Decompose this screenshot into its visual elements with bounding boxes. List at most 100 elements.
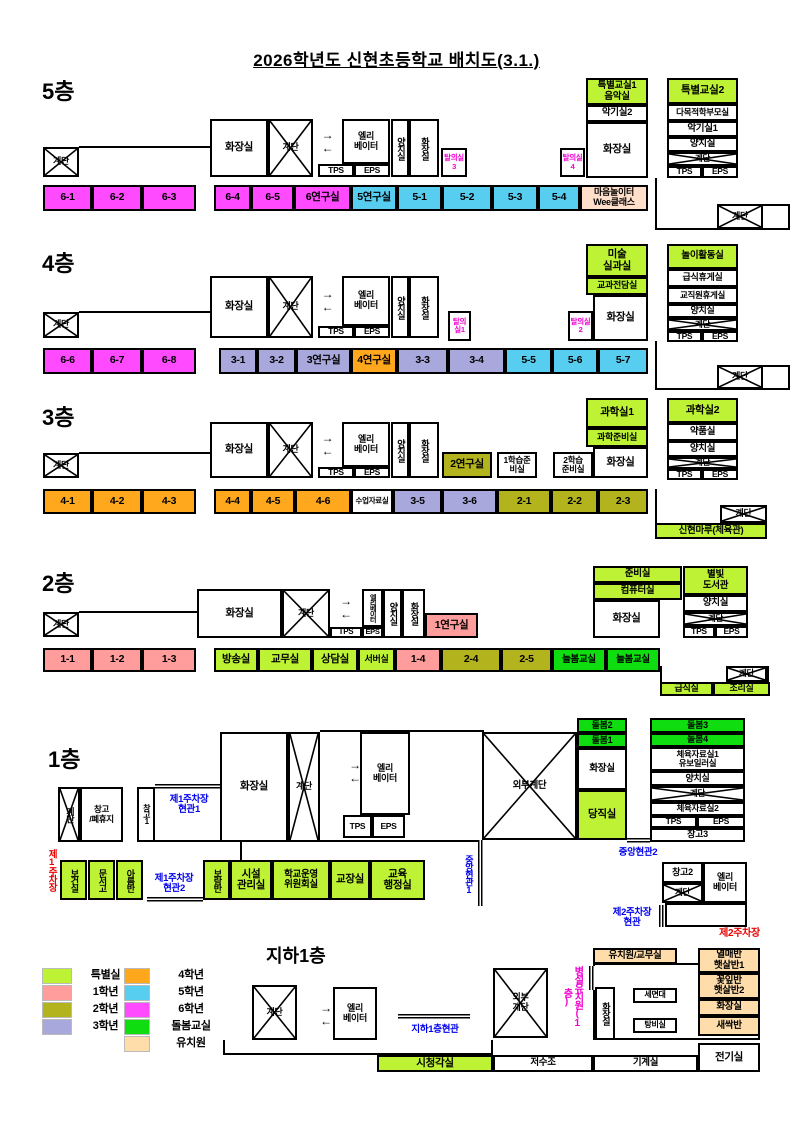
stairs-x-icon	[270, 424, 311, 476]
room-box: 특별교실2	[667, 78, 738, 104]
room-label: 화장실	[224, 141, 254, 154]
room-label: 계단	[707, 613, 724, 624]
room-label: 4-2	[109, 494, 125, 507]
room-box: 창고2	[662, 862, 703, 883]
wall-line	[655, 388, 790, 390]
room-box: 3-1	[219, 348, 257, 374]
room-box: 1학습준 비실	[497, 452, 537, 478]
stairs-x-icon	[719, 206, 761, 227]
label-text: 제1주차장 현관1	[158, 792, 220, 818]
room-label: 계단	[64, 807, 75, 822]
wall-line	[763, 204, 790, 206]
room-box: 양치실	[391, 119, 409, 177]
room-box: 늘봄교실	[606, 648, 660, 672]
stairs-x-icon	[652, 788, 743, 800]
room-label: 4학년	[178, 969, 204, 982]
room-label: 엘리 베이터	[354, 290, 378, 310]
floor-label: 1층	[48, 747, 81, 772]
room-box: 4-2	[92, 489, 142, 514]
room-label: 화장실	[419, 295, 430, 319]
room-box: 4-1	[43, 489, 92, 514]
room-label: 급식휴게실	[682, 272, 723, 283]
legend-swatch	[124, 1002, 150, 1018]
room-box: EPS	[354, 467, 390, 478]
room-box: 2-3	[598, 489, 648, 514]
room-label: 4-3	[161, 494, 177, 507]
room-box: 6-5	[251, 185, 294, 211]
entrance-marker	[155, 784, 222, 790]
room-label: 화장실	[239, 780, 269, 793]
room-label: 화장실	[224, 300, 254, 313]
room-label: 탈의실2	[570, 316, 591, 334]
room-box: 탈의실1	[448, 311, 471, 341]
room-label: 계단	[266, 1006, 283, 1017]
wall-line	[655, 228, 790, 230]
room-label: 별빛 도서관	[702, 569, 729, 591]
room-box: 저수조	[493, 1055, 593, 1072]
label-text: 특별실	[78, 968, 133, 984]
stairs-x-icon	[284, 591, 328, 636]
room-box: 5-2	[442, 185, 492, 211]
room-label: 1-3	[161, 653, 177, 666]
stairs-box: 외부계단	[482, 732, 577, 840]
room-label: 시설 관리실	[236, 867, 266, 891]
room-label: 1-4	[410, 653, 426, 666]
room-box: 3-4	[448, 348, 505, 374]
room-label: 화장실	[409, 602, 420, 625]
room-box: TPS	[343, 815, 372, 838]
room-box: 교무실	[258, 648, 312, 672]
label-text: 제1주차장	[44, 826, 58, 914]
room-label: 화장실	[224, 443, 254, 456]
room-label: 컴퓨터실	[620, 585, 655, 597]
room-box: 급식휴게실	[667, 269, 738, 287]
room-label: 창고2	[672, 866, 693, 877]
room-box: 화장실	[409, 422, 439, 478]
stairs-box: 계단	[717, 204, 763, 229]
room-label: → ←	[349, 758, 361, 785]
room-box: EPS	[702, 469, 738, 480]
room-box: TPS	[683, 626, 715, 638]
room-box: 6-4	[214, 185, 251, 211]
room-box: 2-2	[551, 489, 598, 514]
room-box: 엘리 베이터	[360, 732, 410, 815]
room-box: 유치원/교무실	[593, 948, 677, 964]
room-label: 계단	[282, 142, 299, 153]
room-box: 컴퓨터실	[593, 583, 682, 600]
corridor-outline	[223, 1040, 493, 1055]
room-label: 제2주차장 현관	[612, 906, 652, 928]
room-box: 탈의실3	[441, 148, 467, 177]
room-box: TPS	[318, 326, 354, 338]
room-label: EPS	[711, 468, 729, 479]
room-label: 4-4	[225, 494, 240, 507]
room-label: 화장실	[606, 455, 635, 468]
room-label: 5연구실	[357, 191, 391, 204]
room-label: 계단	[689, 788, 706, 799]
room-label: 4-1	[60, 494, 75, 507]
stairs-box: 계단	[662, 883, 703, 903]
room-box: 교직원휴게실	[667, 287, 738, 304]
room-box: 늘봄교실	[552, 648, 606, 672]
room-label: 열매반 햇살반1	[713, 949, 745, 971]
room-label: 1연구실	[434, 618, 469, 631]
page-title: 2026학년도 신현초등학교 배치도(3.1.)	[253, 51, 540, 70]
wall-line	[660, 666, 662, 696]
stairs-box: 계단	[268, 119, 313, 177]
room-box: 2학습 준비실	[553, 452, 593, 478]
room-box: 당직실	[577, 790, 627, 840]
room-label: 엘리 베이터	[354, 130, 378, 151]
room-box: EPS	[697, 816, 745, 828]
room-label: 2연구실	[450, 458, 484, 471]
room-box: 4-3	[142, 489, 196, 514]
room-label: 5-6	[567, 354, 583, 367]
room-label: 특별교실1 음악실	[597, 80, 637, 102]
entrance-marker	[478, 840, 484, 906]
legend-swatch	[124, 985, 150, 1001]
room-box: EPS	[362, 627, 383, 638]
room-label: 마음놀이터 Wee클래스	[593, 187, 635, 207]
room-box: 엘리 베이터	[703, 862, 747, 903]
room-label: 양치실	[395, 438, 406, 462]
wall-line	[655, 489, 657, 523]
room-box: 양치실	[667, 441, 738, 457]
room-label: 특별교실2	[681, 84, 724, 97]
room-label: 3-5	[410, 494, 425, 507]
